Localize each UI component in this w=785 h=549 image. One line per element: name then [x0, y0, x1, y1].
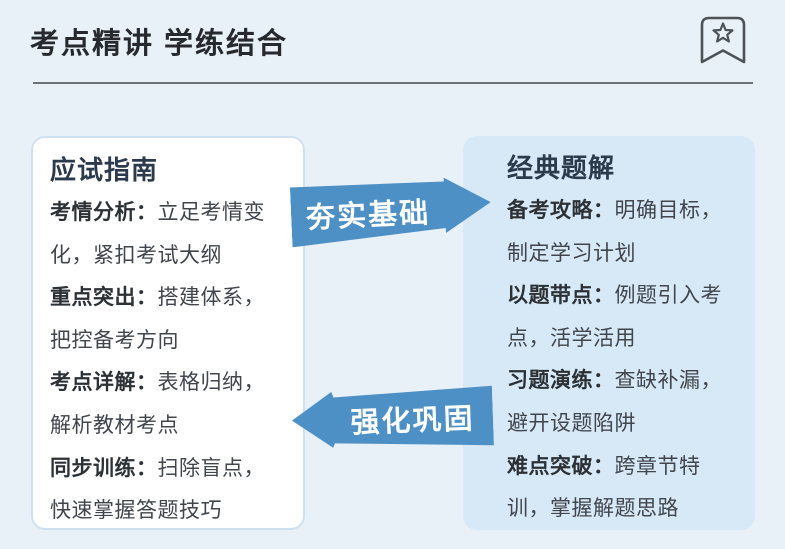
item-text: 立足考情变 [157, 201, 265, 224]
page-title: 考点精讲 学练结合 [30, 28, 289, 60]
classic-problems-card: 经典题解 备考攻略：明确目标， 制定学习计划 以题带点：例题引入考 点，活学活用… [463, 136, 755, 530]
forward-arrow-label: 夯实基础 [305, 196, 431, 235]
item-label: 考情分析： [50, 201, 158, 224]
item-text: 避开设题陷阱 [507, 411, 636, 435]
item-label: 难点突破： [507, 454, 615, 478]
item-text: 把控备考方向 [50, 328, 179, 352]
item-text: 制定学习计划 [507, 241, 636, 265]
item-label: 以题带点： [507, 284, 615, 308]
header-divider [33, 82, 753, 84]
item-label: 习题演练： [507, 369, 615, 393]
list-item: 备考攻略：明确目标， 制定学习计划 [507, 190, 755, 275]
backward-arrow: 强化巩固 [291, 385, 494, 454]
left-card-title: 应试指南 [50, 155, 159, 185]
exam-guide-card: 应试指南 考情分析：立足考情变 化，紧扣考试大纲 重点突出：搭建体系， 把控备考… [31, 136, 305, 530]
bookmark-button[interactable] [699, 15, 747, 65]
bookmark-star-icon [700, 16, 746, 64]
backward-arrow-label: 强化巩固 [350, 403, 476, 440]
item-text: 表格归纳， [157, 371, 265, 395]
item-label: 重点突出： [50, 286, 158, 310]
list-item: 考情分析：立足考情变 化，紧扣考试大纲 [50, 192, 303, 277]
item-text: 跨章节特 [614, 454, 701, 478]
list-item: 考点详解：表格归纳， 解析教材考点 [50, 362, 303, 447]
item-text: 化，紧扣考试大纲 [50, 243, 222, 267]
item-text: 明确目标， [614, 199, 722, 222]
item-text: 点，活学活用 [507, 326, 636, 350]
right-card-title: 经典题解 [507, 153, 616, 183]
list-item: 重点突出：搭建体系， 把控备考方向 [50, 277, 303, 362]
item-label: 备考攻略： [507, 199, 615, 222]
right-card-body: 备考攻略：明确目标， 制定学习计划 以题带点：例题引入考 点，活学活用 习题演练… [507, 190, 755, 531]
list-item: 难点突破：跨章节特 训，掌握解题思路 [507, 446, 755, 531]
left-card-body: 考情分析：立足考情变 化，紧扣考试大纲 重点突出：搭建体系， 把控备考方向 考点… [50, 192, 303, 533]
list-item: 同步训练：扫除盲点， 快速掌握答题技巧 [50, 448, 303, 533]
forward-arrow: 夯实基础 [290, 176, 493, 248]
item-label: 考点详解： [50, 371, 158, 395]
item-text: 例题引入考 [614, 284, 722, 308]
item-text: 训，掌握解题思路 [507, 497, 679, 521]
list-item: 以题带点：例题引入考 点，活学活用 [507, 275, 755, 360]
list-item: 习题演练：查缺补漏， 避开设题陷阱 [507, 360, 755, 445]
item-text: 搭建体系， [157, 286, 265, 310]
item-text: 扫除盲点， [157, 456, 265, 480]
item-label: 同步训练： [50, 456, 158, 480]
item-text: 快速掌握答题技巧 [50, 499, 222, 523]
item-text: 查缺补漏， [614, 369, 722, 393]
item-text: 解析教材考点 [50, 413, 179, 437]
